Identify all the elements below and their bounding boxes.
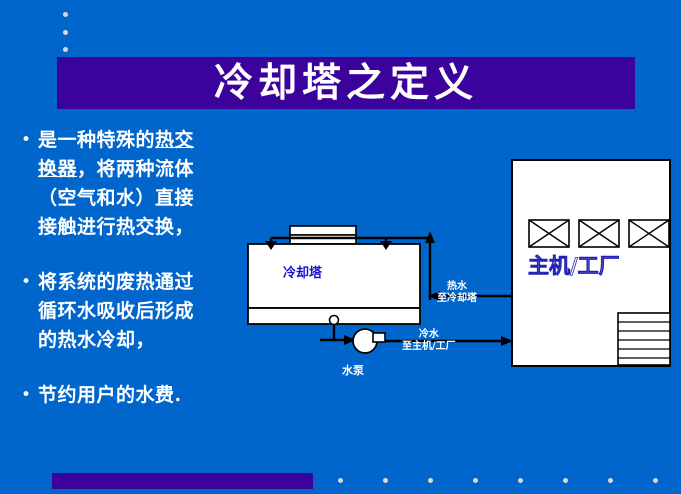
title-banner: 冷却塔之定义 (57, 57, 635, 109)
plant-window-2 (578, 219, 620, 248)
bullet-text-line: 节约用户的水费. (38, 381, 182, 410)
bullet-text-segment: 将系统的废热通过 (38, 271, 195, 293)
hot-water-label-line2: 至冷却塔 (437, 293, 477, 304)
bullet-text-segment: 循环水吸收后形成 (38, 300, 195, 322)
bullet-text-segment: 节约用户的水费. (38, 384, 182, 406)
hot-water-return-arrowhead (428, 291, 440, 301)
bullet-item: • 将系统的废热通过循环水吸收后形成的热水冷却， (14, 268, 246, 355)
water-pump-outlet (372, 332, 386, 343)
tower-fan-cap-lower (289, 234, 357, 245)
bullet-text-underlined: 换器 (38, 158, 78, 180)
cold-water-label-line2: 至主机/工厂 (402, 341, 456, 352)
decor-dot (383, 478, 388, 483)
decor-dot (63, 12, 68, 17)
bullet-text: 节约用户的水费. (38, 381, 182, 410)
hot-water-riser-arrowhead (425, 231, 435, 243)
bullet-item: •是一种特殊的热交换器，将两种流体（空气和水）直接接触进行热交换， (14, 126, 246, 242)
plant-window-1 (528, 219, 570, 248)
decor-dot (473, 478, 478, 483)
bullet-text-line: （空气和水）直接 (38, 184, 194, 213)
bottom-accent-bar (52, 473, 313, 489)
bullet-item: • 节约用户的水费. (14, 381, 246, 410)
hot-water-arrowhead-right (380, 241, 392, 250)
bullet-text-line: 是一种特殊的热交 (38, 126, 194, 155)
bullet-text: 将系统的废热通过循环水吸收后形成的热水冷却， (38, 268, 194, 355)
bullet-text-line: 的热水冷却， (38, 326, 194, 355)
bullet-text-segment: 是一种特殊的 (38, 129, 156, 151)
bullet-text-underlined: 热交 (155, 129, 195, 151)
hot-water-label: 热水 至冷却塔 (437, 281, 477, 305)
bullet-text-line: 将系统的废热通过 (38, 268, 194, 297)
cold-water-supply-arrowhead (501, 336, 513, 346)
bullet-marker: • (20, 272, 32, 292)
cold-water-label: 冷水 至主机/工厂 (402, 329, 456, 353)
pump-suction-arrowhead (344, 335, 356, 345)
cooling-tower-label: 冷却塔 (283, 266, 323, 281)
decor-dot (518, 478, 523, 483)
plant-window-3 (628, 219, 670, 248)
bullet-text-line: 接触进行热交换， (38, 213, 194, 242)
cold-water-label-line1: 冷水 (418, 329, 439, 340)
water-pump-label: 水泵 (342, 364, 364, 377)
decor-dot (563, 478, 568, 483)
hot-water-label-line1: 热水 (447, 281, 467, 292)
bullet-text-segment: （空气和水）直接 (38, 187, 195, 209)
bullet-text-line: 换器，将两种流体 (38, 155, 194, 184)
tower-fan-cap-upper (289, 225, 357, 236)
cooling-tower-body (247, 243, 421, 309)
decor-dot (63, 30, 68, 35)
bullet-text-line: 循环水吸收后形成 (38, 297, 194, 326)
tower-outlet-valve (328, 314, 340, 326)
plant-ladder (617, 312, 671, 366)
bullet-text-segment: 的热水冷却， (38, 329, 156, 351)
plant-label: 主机/工厂 (528, 253, 620, 279)
decor-dot (653, 478, 658, 483)
decor-dot (338, 478, 343, 483)
bullet-text-segment: 接触进行热交换， (38, 216, 195, 238)
pump-suction-pipe (320, 324, 345, 342)
hot-water-arrowhead-left (265, 241, 277, 250)
bullet-marker: • (20, 385, 32, 405)
decor-dot (428, 478, 433, 483)
bullet-text: 是一种特殊的热交换器，将两种流体（空气和水）直接接触进行热交换， (38, 126, 194, 242)
bullet-text-segment: ，将两种流体 (77, 158, 195, 180)
decor-dot (608, 478, 613, 483)
bullet-list: •是一种特殊的热交换器，将两种流体（空气和水）直接接触进行热交换，•将系统的废热… (14, 126, 246, 436)
page-title: 冷却塔之定义 (213, 59, 478, 106)
decor-dot (63, 47, 68, 52)
bullet-marker: • (20, 130, 32, 150)
